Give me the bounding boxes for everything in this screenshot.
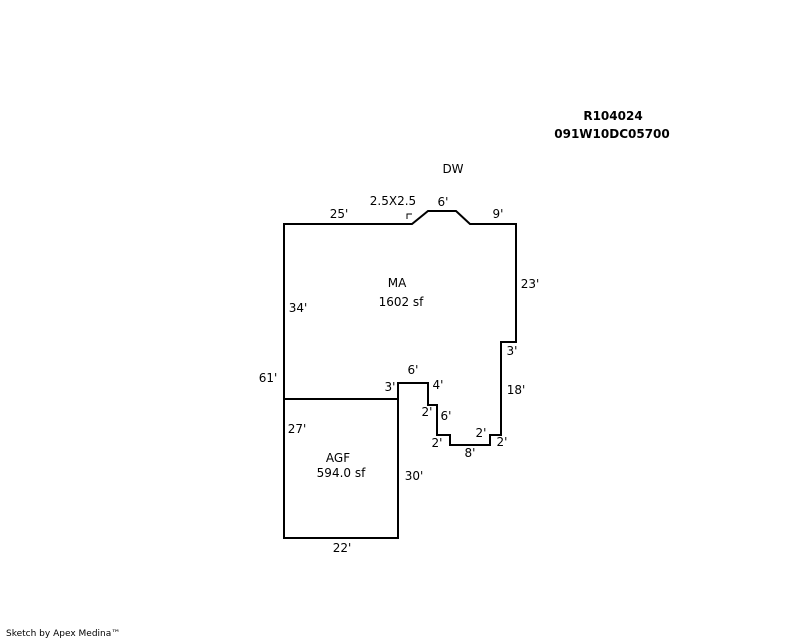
dim-step-jog-c: 2' (476, 426, 487, 440)
dim-top-right: 9' (493, 207, 504, 221)
stoop-marker (406, 213, 412, 219)
garage-outline (283, 398, 399, 539)
dim-step-down-a: 4' (433, 378, 444, 392)
parcel-number: 091W10DC05700 (554, 127, 670, 141)
sketch-credit: Sketch by Apex Medina™ (6, 629, 120, 639)
dim-right-upper: 23' (521, 277, 540, 291)
dim-left-total: 61' (259, 371, 278, 385)
dw-label: DW (442, 162, 463, 176)
dim-step-jog-d: 2' (497, 435, 508, 449)
dim-right-jog: 3' (507, 344, 518, 358)
dim-step-down-b: 6' (441, 409, 452, 423)
dim-bump-top: 6' (438, 195, 449, 209)
dim-step-jog-a: 2' (422, 405, 433, 419)
main-area-outline (283, 210, 517, 446)
dim-garage-bottom: 22' (333, 541, 352, 555)
dim-garage-left: 27' (288, 422, 307, 436)
dim-top-left: 25' (330, 207, 349, 221)
garage-area-name: AGF (326, 451, 350, 465)
dim-step-top-jog: 3' (385, 380, 396, 394)
parcel-id: R104024 (583, 109, 642, 123)
main-area-size: 1602 sf (379, 295, 425, 309)
dim-left-upper: 34' (289, 301, 308, 315)
main-area-name: MA (388, 276, 407, 290)
dim-garage-right: 30' (405, 469, 424, 483)
dim-stoop: 2.5X2.5 (370, 194, 416, 208)
garage-area-size: 594.0 sf (317, 466, 366, 480)
dim-right-lower: 18' (507, 383, 526, 397)
dim-step-jog-b: 2' (432, 436, 443, 450)
dim-step-top: 6' (408, 363, 419, 377)
dim-bottom-run: 8' (465, 446, 476, 460)
